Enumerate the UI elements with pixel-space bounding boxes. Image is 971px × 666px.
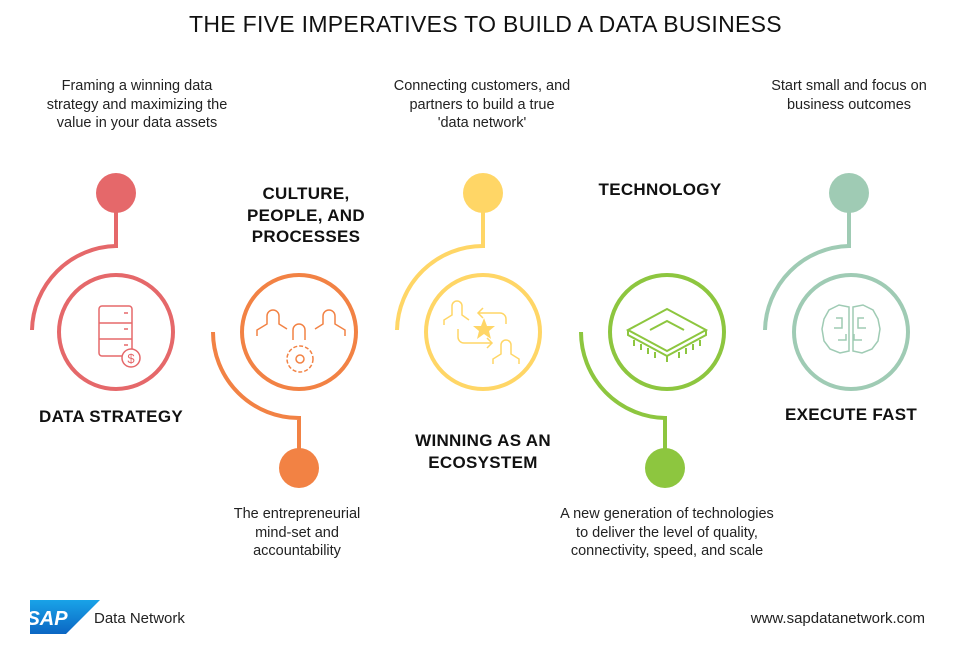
connector-arc [395,193,485,331]
connector-arc [579,331,667,468]
ecosystem-description: Connecting customers, and partners to bu… [393,78,571,131]
execute-fast-heading: EXECUTE FAST [784,405,918,424]
technology-heading: TECHNOLOGY [598,180,722,199]
ecosystem-node [395,173,542,391]
brand-name: Data Network [94,610,185,627]
node-ring [240,273,358,391]
chip-icon [625,307,709,362]
node-ring [424,273,542,391]
brain-circuit-icon [821,304,881,354]
data-strategy-node: $ [30,173,175,391]
data-strategy-description: Framing a winning data strategy and maxi… [46,78,228,131]
connector-arc [211,331,301,468]
data-strategy-heading: DATA STRATEGY [39,407,183,426]
website-link[interactable]: www.sapdatanetwork.com [750,610,925,627]
node-ring [57,273,175,391]
people-exchange-star-icon [443,300,520,364]
server-dollar-icon: $ [98,305,141,368]
node-ring [792,273,910,391]
execute-fast-description: Start small and focus on business outcom… [771,78,927,113]
execute-fast-node [763,173,910,391]
culture-heading: CULTURE, PEOPLE, AND PROCESSES [247,184,365,246]
culture-description: The entrepreneurial mind-set and account… [233,506,361,559]
svg-text:$: $ [127,351,135,366]
sap-logo: SAP [30,600,100,634]
connector-arc [30,193,118,331]
node-ring [608,273,726,391]
culture-node [211,273,358,488]
ecosystem-heading: WINNING AS AN ECOSYSTEM [415,431,551,472]
technology-description: A new generation of technologies to deli… [560,506,774,559]
technology-node [579,273,726,488]
connector-arc [763,193,851,331]
page-title: THE FIVE IMPERATIVES TO BUILD A DATA BUS… [189,11,782,37]
people-gear-icon [256,309,346,373]
svg-text:SAP: SAP [30,608,68,630]
